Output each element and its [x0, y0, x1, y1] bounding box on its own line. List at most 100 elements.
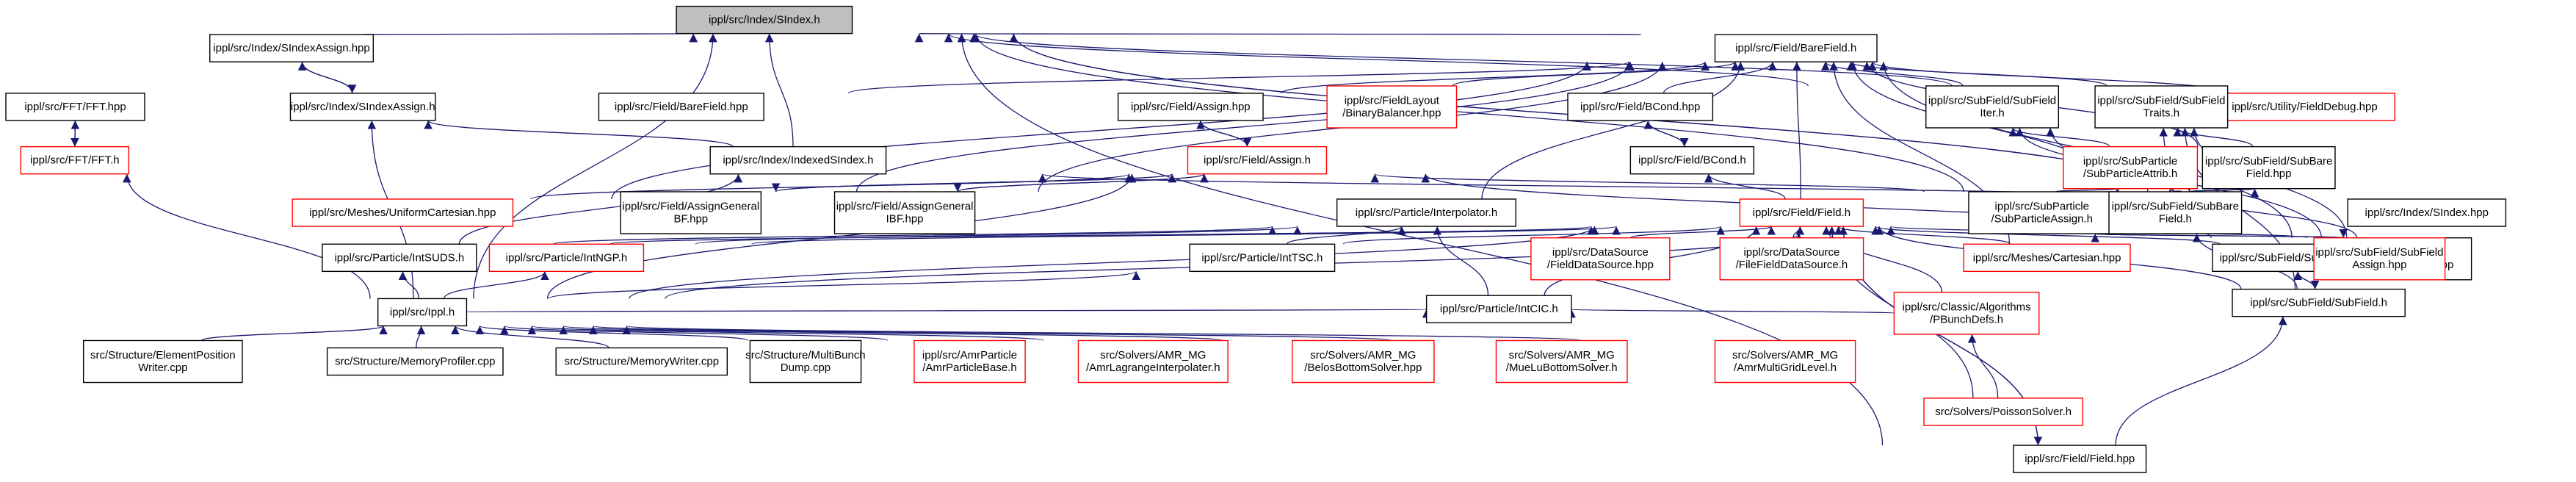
- graph-node[interactable]: ippl/src/Utility/FieldDebug.hpp: [2213, 93, 2396, 121]
- node-label: ippl/src/Ippl.h: [390, 306, 455, 318]
- graph-node[interactable]: ippl/src/FieldLayout/BinaryBalancer.hpp: [1326, 85, 1458, 129]
- node-label: IBF.hpp: [886, 212, 924, 225]
- node-box: [1495, 339, 1628, 384]
- graph-node[interactable]: ippl/src/Field/BareField.hpp: [598, 93, 764, 121]
- edge-n21-n35: [1433, 226, 1489, 296]
- node-box: [676, 5, 853, 35]
- graph-node[interactable]: src/Structure/MemoryWriter.cpp: [555, 347, 728, 376]
- graph-node[interactable]: ippl/src/Particle/Interpolator.h: [1336, 198, 1516, 227]
- graph-node[interactable]: src/Structure/MemoryProfiler.cpp: [326, 347, 504, 376]
- node-box: [1739, 198, 1864, 227]
- node-box: [1714, 34, 1878, 62]
- graph-node[interactable]: src/Solvers/PoissonSolver.h: [1923, 398, 2084, 426]
- node-box: [1629, 145, 1755, 175]
- graph-node[interactable]: src/Solvers/AMR_MG/AmrMultiGridLevel.h: [1714, 339, 1856, 384]
- graph-node[interactable]: src/Solvers/AMR_MG/AmrLagrangeInterpolat…: [1077, 339, 1229, 384]
- node-box: [488, 243, 645, 273]
- node-label: BF.hpp: [673, 212, 708, 225]
- edge-n2-n7: [1452, 61, 1740, 87]
- graph-node[interactable]: ippl/src/Index/SIndex.hpp: [2347, 198, 2507, 227]
- graph-node[interactable]: ippl/src/Field/BCond.hpp: [1567, 93, 1714, 121]
- node-box: [913, 339, 1026, 384]
- node-label: ippl/src/Index/SIndexAssign.h: [291, 101, 435, 113]
- node-box: [1923, 398, 2084, 426]
- node-label: ippl/src/Particle/IntCIC.h: [1440, 303, 1558, 315]
- graph-node[interactable]: ippl/src/SubParticle/SubParticleAttrib.h: [2062, 145, 2199, 190]
- nodes-layer: ippl/src/Index/SIndex.h ippl/src/Index/SI…: [5, 5, 2507, 473]
- graph-node[interactable]: ippl/src/DataSource/FieldDataSource.hpp: [1530, 237, 1671, 281]
- node-label: Field.hpp: [2246, 168, 2292, 180]
- graph-node[interactable]: ippl/src/Particle/IntSUDS.h: [322, 243, 477, 273]
- graph-node[interactable]: ippl/src/Meshes/Cartesian.hpp: [1963, 243, 2131, 273]
- node-box: [82, 339, 243, 384]
- graph-node[interactable]: ippl/src/Field/Assign.h: [1187, 145, 1328, 175]
- edge-n38-n41: [451, 325, 609, 349]
- graph-node[interactable]: src/Solvers/AMR_MG/MueLuBottomSolver.h: [1495, 339, 1628, 384]
- graph-node[interactable]: ippl/src/Field/Assign.hpp: [1117, 93, 1264, 121]
- graph-node[interactable]: ippl/src/Index/IndexedSIndex.h: [709, 145, 887, 175]
- graph-node[interactable]: ippl/src/FFT/FFT.hpp: [5, 93, 145, 121]
- node-label: ippl/src/SubField/SubField: [2097, 94, 2225, 107]
- edge-n20-n16: [953, 173, 1205, 193]
- graph-node[interactable]: ippl/src/Particle/IntTSC.h: [1189, 243, 1336, 273]
- node-label: /SubParticleAttrib.h: [2083, 168, 2177, 180]
- node-label: Assign.hpp: [2352, 259, 2406, 271]
- node-label: ippl/src/SubParticle: [2083, 155, 2177, 168]
- edge-n16-n23: [1371, 173, 1925, 193]
- graph-node[interactable]: ippl/src/Field/Field.hpp: [2013, 445, 2147, 473]
- node-label: ippl/src/Particle/IntTSC.h: [1201, 251, 1323, 264]
- graph-node[interactable]: ippl/src/Particle/IntNGP.h: [488, 243, 645, 273]
- graph-node[interactable]: ippl/src/Index/SIndexAssign.h: [289, 93, 436, 121]
- graph-node[interactable]: ippl/src/Index/SIndex.h: [676, 5, 853, 35]
- edge-n2-n19: [855, 62, 1635, 192]
- graph-node[interactable]: src/Solvers/AMR_MG/BelosBottomSolver.hpp: [1292, 339, 1435, 384]
- edge-n0-n10: [944, 33, 1809, 87]
- node-label: Dump.cpp: [781, 362, 831, 374]
- edge-n27-n38: [443, 271, 549, 299]
- graph-node[interactable]: ippl/src/Meshes/UniformCartesian.hpp: [292, 198, 514, 227]
- node-label: src/Solvers/AMR_MG: [1509, 349, 1615, 362]
- node-box: [322, 243, 477, 273]
- node-box: [555, 347, 728, 376]
- edge-n33-n23: [2094, 229, 2347, 239]
- node-label: src/Structure/MultiBunch: [745, 349, 865, 362]
- graph-node[interactable]: ippl/src/Field/BCond.h: [1629, 145, 1755, 175]
- node-label: /BelosBottomSolver.hpp: [1304, 362, 1422, 374]
- node-label: ippl/src/SubField/SubField: [2315, 246, 2443, 259]
- node-label: Field.h: [2159, 212, 2192, 225]
- graph-node[interactable]: ippl/src/FFT/FFT.h: [20, 145, 130, 175]
- node-label: src/Structure/ElementPosition: [90, 349, 236, 362]
- node-label: /MueLuBottomSolver.h: [1506, 362, 1618, 374]
- node-box: [209, 34, 375, 62]
- graph-node[interactable]: ippl/src/AmrParticle/AmrParticleBase.h: [913, 339, 1026, 384]
- node-label: ippl/src/SubField/SubBare: [2112, 200, 2239, 212]
- edge-n22-n27: [751, 226, 1620, 245]
- edge-n11-n15: [2173, 127, 2254, 147]
- graph-node[interactable]: ippl/src/Index/SIndexAssign.hpp: [209, 34, 375, 62]
- graph-node[interactable]: ippl/src/Classic/Algorithms/PBunchDefs.h: [1893, 292, 2040, 335]
- graph-node[interactable]: ippl/src/Field/BareField.h: [1714, 34, 1878, 62]
- node-label: ippl/src/Field/BCond.h: [1638, 154, 1746, 167]
- edge-n0-n24: [972, 33, 1964, 192]
- node-label: ippl/src/Field/BCond.hpp: [1580, 101, 1700, 113]
- graph-node[interactable]: ippl/src/SubParticle/SubParticleAssign.h: [1968, 191, 2116, 234]
- edge-n2-n18: [611, 62, 1591, 199]
- graph-node[interactable]: ippl/src/Particle/IntCIC.h: [1425, 295, 1572, 323]
- graph-node[interactable]: ippl/src/Field/Field.h: [1739, 198, 1864, 227]
- edge-n2-n10: [1821, 61, 1964, 87]
- graph-node[interactable]: ippl/src/Ippl.h: [377, 298, 468, 327]
- graph-node[interactable]: ippl/src/SubField/SubField.h: [2232, 288, 2406, 317]
- node-label: ippl/src/Field/BareField.hpp: [615, 101, 748, 113]
- edge-n21-n28: [1286, 226, 1406, 245]
- graph-node[interactable]: ippl/src/DataSource/FileFieldDataSource.…: [1719, 237, 1864, 281]
- edge-n22-n28: [1342, 226, 1725, 245]
